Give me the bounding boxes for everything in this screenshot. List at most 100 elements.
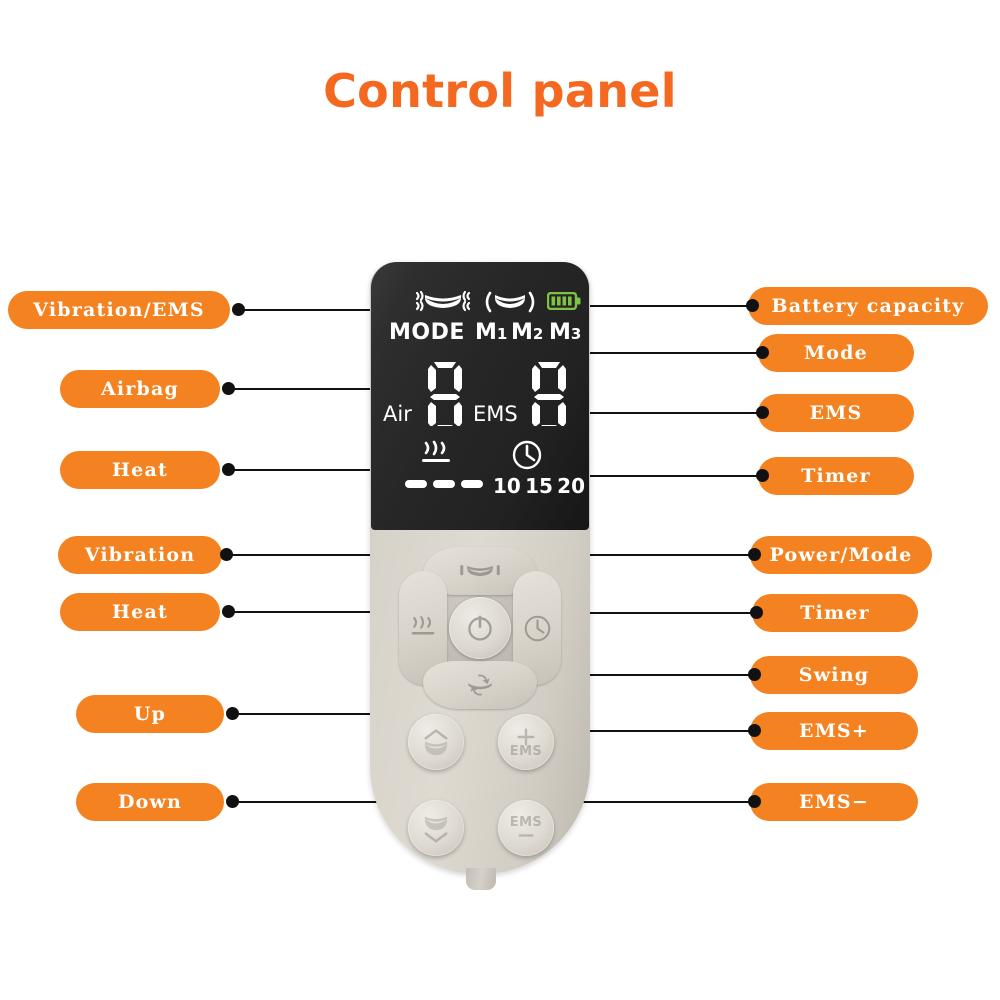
leader-dot-left bbox=[232, 303, 245, 316]
seven-segment-digit-8 bbox=[428, 362, 462, 431]
ems-minus-content: EMS bbox=[510, 816, 542, 840]
callout-label: EMS bbox=[809, 402, 863, 424]
ems-minus-label: EMS bbox=[509, 815, 543, 830]
leader-line-ems-minus bbox=[552, 801, 752, 803]
callout-label: Timer bbox=[800, 602, 870, 624]
leader-dot-right bbox=[748, 724, 761, 737]
callout-label: Timer bbox=[801, 465, 871, 487]
up-button[interactable] bbox=[408, 714, 464, 770]
cable-nub bbox=[466, 868, 496, 890]
leader-line-timer-button bbox=[556, 612, 756, 614]
callout-label: EMS− bbox=[799, 791, 869, 813]
callout-airbag[interactable]: Airbag bbox=[60, 370, 220, 408]
leader-line-mode bbox=[580, 352, 762, 354]
vibration-pad-icon bbox=[460, 565, 500, 577]
callout-heat-button[interactable]: Heat bbox=[60, 593, 220, 631]
leader-line-vibration bbox=[226, 554, 448, 556]
plus-icon bbox=[517, 728, 535, 746]
callout-ems[interactable]: EMS bbox=[758, 394, 914, 432]
leader-line-ems-plus bbox=[546, 730, 752, 732]
ems-plus-label: EMS bbox=[509, 744, 543, 759]
leader-dot-right bbox=[756, 406, 769, 419]
leader-dot-right bbox=[746, 299, 759, 312]
vibration-pad-icon bbox=[413, 288, 473, 316]
timer-values: 10 15 20 bbox=[493, 474, 585, 498]
callout-label: Up bbox=[133, 703, 167, 725]
leader-line-timer-display bbox=[576, 475, 762, 477]
airbag-pad-icon bbox=[481, 288, 539, 316]
heat-dash bbox=[405, 480, 427, 488]
callout-timer-button[interactable]: Timer bbox=[752, 594, 918, 632]
leader-line-vibration-ems bbox=[238, 309, 430, 311]
air-label: Air bbox=[383, 402, 412, 426]
callout-down[interactable]: Down bbox=[76, 783, 224, 821]
power-mode-button[interactable] bbox=[449, 597, 511, 659]
leader-dot-left bbox=[226, 795, 239, 808]
callout-up[interactable]: Up bbox=[76, 695, 224, 733]
ems-plus-button[interactable]: EMS bbox=[498, 714, 554, 770]
leader-dot-right bbox=[756, 469, 769, 482]
callout-swing[interactable]: Swing bbox=[750, 656, 918, 694]
callout-vibration-ems[interactable]: Vibration/EMS bbox=[8, 291, 230, 329]
callout-power-mode[interactable]: Power/Mode bbox=[750, 536, 932, 574]
ems-plus-content: EMS bbox=[510, 726, 542, 758]
timer-value-15: 15 bbox=[525, 474, 553, 498]
callout-label: Mode bbox=[804, 342, 868, 364]
leader-dot-right bbox=[748, 795, 761, 808]
swing-arrows-icon bbox=[467, 674, 493, 696]
swing-button[interactable] bbox=[423, 661, 537, 709]
heat-dash bbox=[461, 480, 483, 488]
mode-slot-number: 3 bbox=[570, 325, 582, 343]
battery-icon bbox=[546, 291, 581, 311]
leader-dot-right bbox=[756, 346, 769, 359]
timer-value-10: 10 bbox=[493, 474, 521, 498]
leader-dot-left bbox=[222, 463, 235, 476]
callout-battery-capacity[interactable]: Battery capacity bbox=[748, 287, 988, 325]
leader-line-battery bbox=[576, 305, 752, 307]
leader-dot-right bbox=[748, 548, 761, 561]
callout-heat-display[interactable]: Heat bbox=[60, 451, 220, 489]
callout-label: Battery capacity bbox=[771, 295, 965, 317]
callout-mode[interactable]: Mode bbox=[758, 334, 914, 372]
mode-slot-m3: M3 bbox=[549, 320, 582, 345]
leader-dot-right bbox=[750, 606, 763, 619]
leader-line-down bbox=[232, 801, 418, 803]
callout-ems-minus[interactable]: EMS− bbox=[750, 783, 918, 821]
lcd-screen: MODE M1 M2 M3 Air bbox=[371, 262, 589, 530]
remote-control-device: MODE M1 M2 M3 Air bbox=[370, 262, 590, 912]
leader-line-airbag bbox=[228, 388, 406, 390]
leader-dot-right bbox=[748, 668, 761, 681]
leader-dot-left bbox=[226, 707, 239, 720]
callout-timer-display[interactable]: Timer bbox=[758, 457, 914, 495]
mode-label: MODE bbox=[389, 320, 465, 345]
down-button[interactable] bbox=[408, 800, 464, 856]
mode-slot-m1: M1 bbox=[475, 320, 508, 345]
up-chevron-pad-icon bbox=[424, 728, 448, 755]
leader-line-heat-button bbox=[228, 611, 410, 613]
leader-dot-left bbox=[222, 382, 235, 395]
timer-value-20: 20 bbox=[557, 474, 585, 498]
screen-heat-timer-row bbox=[371, 440, 589, 476]
clock-icon bbox=[511, 439, 543, 471]
seven-segment-digit-8 bbox=[532, 362, 566, 431]
callout-vibration[interactable]: Vibration bbox=[58, 536, 222, 574]
leader-dot-left bbox=[222, 605, 235, 618]
heat-waves-icon bbox=[419, 440, 453, 472]
callout-label: Airbag bbox=[100, 378, 180, 400]
leader-line-up bbox=[232, 713, 418, 715]
heat-level-dashes bbox=[405, 480, 485, 490]
ems-label: EMS bbox=[473, 402, 518, 426]
callout-ems-plus[interactable]: EMS+ bbox=[750, 712, 918, 750]
heat-waves-icon bbox=[411, 615, 435, 634]
screen-icon-row bbox=[371, 288, 589, 318]
ems-value-seven-segment bbox=[529, 360, 569, 431]
power-icon bbox=[468, 615, 492, 641]
screen-value-row: Air EMS bbox=[371, 358, 589, 431]
clock-icon bbox=[524, 615, 550, 641]
mode-slot-number: 2 bbox=[532, 325, 544, 343]
callout-label: Heat bbox=[112, 601, 168, 623]
dpad-control bbox=[399, 547, 561, 709]
leader-dot-left bbox=[220, 548, 233, 561]
ems-minus-button[interactable]: EMS bbox=[498, 800, 554, 856]
